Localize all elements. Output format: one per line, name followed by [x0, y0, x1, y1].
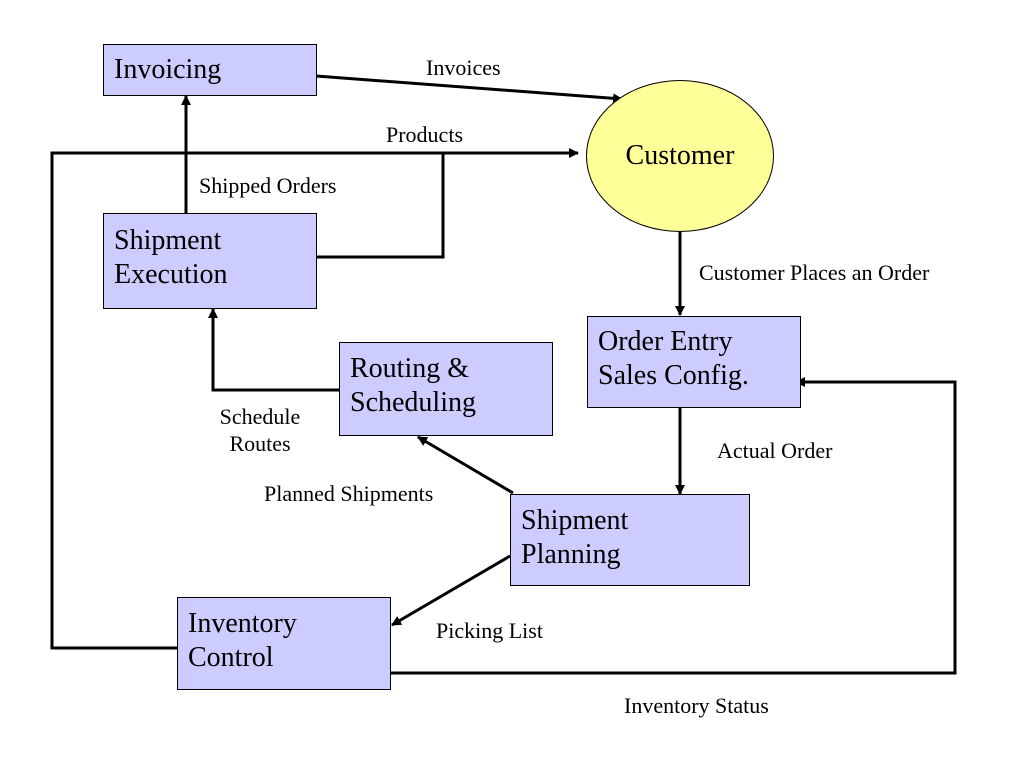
arrow-invoices — [315, 74, 623, 104]
shipment-execution-label-line1: Shipment — [114, 225, 222, 256]
invoices-label-text: Invoices — [426, 55, 501, 80]
inventory-control-label-line2: Control — [188, 642, 274, 673]
schedule-routes-label: Schedule Routes — [206, 403, 314, 457]
routing-scheduling-label-line1: Routing & — [350, 353, 470, 384]
customer-label: Customer — [625, 140, 735, 171]
routing-scheduling-label-line2: Scheduling — [350, 387, 476, 418]
inventory-control-label-line1: Inventory — [188, 608, 297, 639]
arrow-planned-shipments — [417, 435, 514, 495]
schedule-routes-label-line2: Routes — [229, 431, 291, 456]
planned-shipments-label: Planned Shipments — [264, 480, 433, 507]
line-shipment-execution-products — [316, 153, 445, 259]
order-entry-box: Order Entry Sales Config. — [587, 316, 801, 408]
shipment-planning-label-line2: Planning — [521, 539, 621, 570]
products-label: Products — [386, 121, 463, 148]
picking-list-label-text: Picking List — [436, 618, 543, 643]
invoicing-label: Invoicing — [114, 54, 222, 85]
inventory-status-label: Inventory Status — [624, 692, 769, 719]
picking-list-label: Picking List — [436, 617, 543, 644]
customer-places-order-label-text: Customer Places an Order — [699, 260, 930, 285]
actual-order-label-text: Actual Order — [717, 438, 833, 463]
shipped-orders-label: Shipped Orders — [199, 172, 336, 199]
arrow-schedule-routes — [208, 308, 339, 392]
inventory-status-label-text: Inventory Status — [624, 693, 769, 718]
routing-scheduling-box: Routing & Scheduling — [339, 342, 553, 436]
shipment-execution-box: Shipment Execution — [103, 213, 317, 309]
customer-places-order-label: Customer Places an Order — [699, 259, 929, 286]
inventory-control-box: Inventory Control — [177, 597, 391, 690]
products-label-text: Products — [386, 122, 463, 147]
arrow-picking-list — [391, 554, 511, 627]
order-entry-label-line1: Order Entry — [598, 326, 733, 357]
invoices-label: Invoices — [426, 54, 501, 81]
shipment-planning-label-line1: Shipment — [521, 505, 629, 536]
arrow-products — [50, 148, 579, 650]
arrow-inventory-status — [391, 377, 957, 675]
customer-ellipse: Customer — [586, 80, 774, 232]
shipment-execution-label-line2: Execution — [114, 259, 228, 290]
invoicing-box: Invoicing — [103, 44, 317, 96]
shipped-orders-label-text: Shipped Orders — [199, 173, 337, 198]
order-entry-label-line2: Sales Config. — [598, 360, 749, 391]
planned-shipments-label-text: Planned Shipments — [264, 481, 434, 506]
schedule-routes-label-line1: Schedule — [219, 404, 301, 429]
shipment-planning-box: Shipment Planning — [510, 494, 750, 586]
actual-order-label: Actual Order — [717, 437, 832, 464]
